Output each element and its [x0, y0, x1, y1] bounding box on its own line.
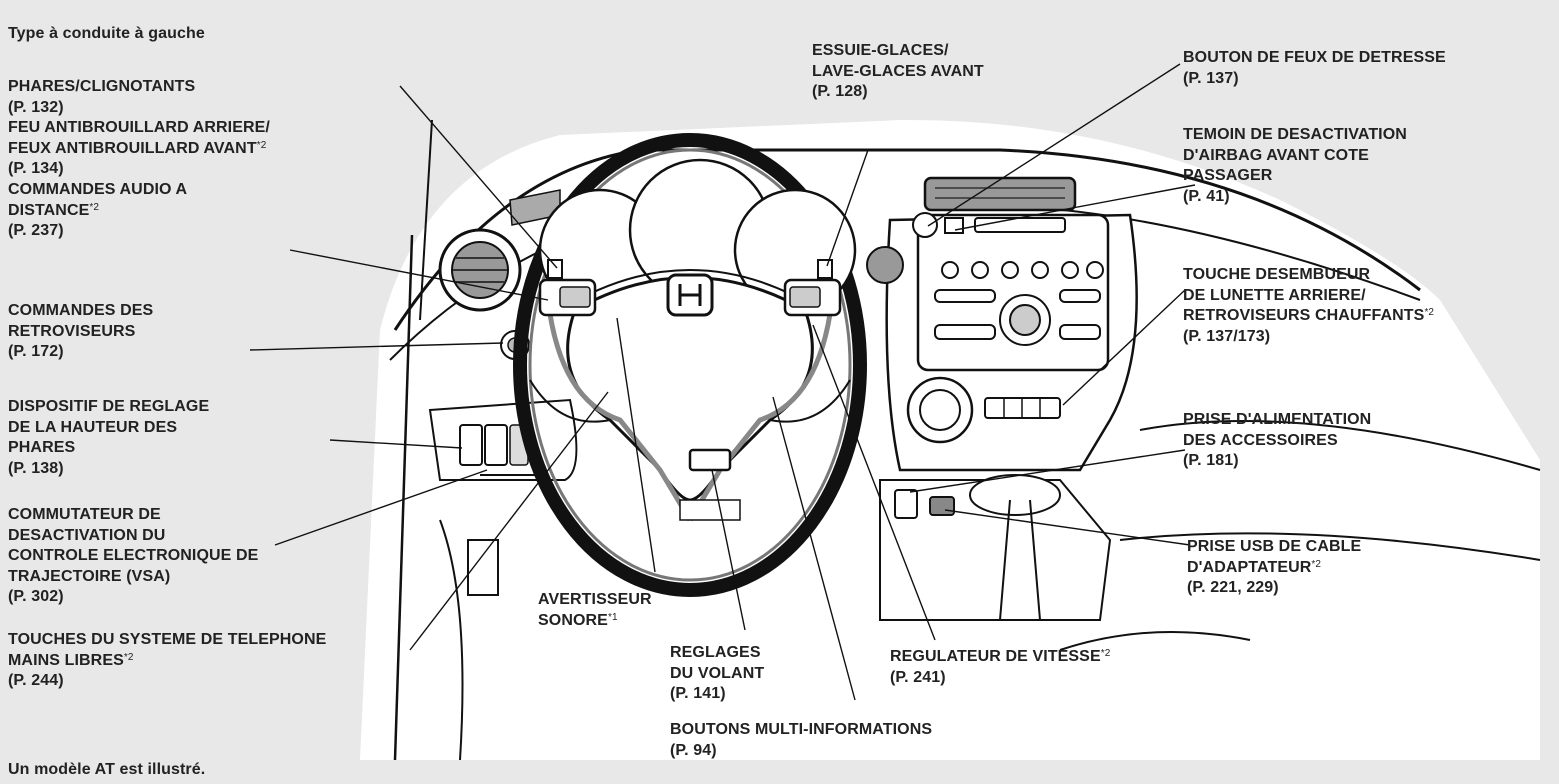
right-center-vent: [866, 246, 904, 284]
footnote-marker: *2: [123, 651, 134, 663]
callout-line: DISPOSITIF DE REGLAGE: [8, 398, 210, 415]
callout-line: RETROVISEURS: [8, 322, 136, 340]
callout-detresse: BOUTON DE FEUX DE DETRESSE (P. 137): [1183, 48, 1446, 89]
callout-line: D'ADAPTATEUR: [1187, 558, 1312, 576]
callout-line: (P. 137/173): [1183, 327, 1271, 345]
footnote-marker: *2: [1311, 558, 1322, 570]
callout-line: PHARES/CLIGNOTANTS: [8, 78, 196, 95]
center-air-vent: [923, 176, 1077, 212]
callout-line: (P. 138): [8, 459, 64, 477]
footnote-marker: *1: [607, 611, 618, 623]
callout-line: DISTANCE: [8, 201, 90, 219]
callout-line: (P. 141): [670, 685, 726, 702]
callout-hauteur-phares: DISPOSITIF DE REGLAGE DE LA HAUTEUR DES …: [8, 397, 209, 479]
callout-telephone: TOUCHES DU SYSTEME DE TELEPHONE MAINS LI…: [8, 630, 326, 692]
callout-essuie-glaces: ESSUIE-GLACES/ LAVE-GLACES AVANT (P. 128…: [812, 41, 984, 103]
callout-line: D'AIRBAG AVANT COTE: [1183, 146, 1369, 164]
callout-line: (P. 237): [8, 222, 64, 239]
usb-socket: [929, 496, 955, 516]
callout-line: (P. 41): [1183, 187, 1230, 205]
steering-wheel-rim: [513, 133, 867, 597]
callout-line: BOUTONS MULTI-INFORMATIONS: [670, 721, 933, 738]
callout-line: TOUCHES DU SYSTEME DE TELEPHONE: [8, 631, 327, 648]
callout-line: PRISE D'ALIMENTATION: [1183, 411, 1372, 428]
callout-line: FEUX ANTIBROUILLARD AVANT: [8, 139, 257, 157]
callout-volant: REGLAGES DU VOLANT (P. 141): [670, 643, 764, 705]
callout-line: (P. 94): [670, 741, 717, 759]
callout-audio: COMMANDES AUDIO A DISTANCE*2 (P. 237): [8, 180, 187, 242]
accessory-socket: [894, 489, 918, 519]
callout-phares: PHARES/CLIGNOTANTS (P. 132) FEU ANTIBROU…: [8, 77, 270, 180]
callout-line: REGULATEUR DE VITESSE: [890, 648, 1101, 665]
callout-line: PHARES: [8, 439, 76, 456]
callout-regulateur: REGULATEUR DE VITESSE*2 (P. 241): [890, 647, 1110, 688]
footnote-marker: *2: [1100, 648, 1111, 659]
callout-line: (P. 302): [8, 588, 64, 605]
footnote-marker: *2: [1424, 307, 1435, 318]
callout-line: RETROVISEURS CHAUFFANTS: [1183, 307, 1425, 324]
callout-line: (P. 181): [1183, 452, 1239, 469]
callout-line: FEU ANTIBROUILLARD ARRIERE/: [8, 119, 270, 136]
callout-prise-alimentation: PRISE D'ALIMENTATION DES ACCESSOIRES (P.…: [1183, 410, 1371, 472]
callout-airbag: TEMOIN DE DESACTIVATION D'AIRBAG AVANT C…: [1183, 125, 1407, 207]
callout-line: COMMANDES DES: [8, 302, 154, 319]
callout-line: TRAJECTOIRE (VSA): [8, 567, 171, 585]
callout-line: (P. 132): [8, 98, 64, 116]
callout-usb: PRISE USB DE CABLE D'ADAPTATEUR*2 (P. 22…: [1187, 537, 1361, 599]
callout-line: SONORE: [538, 611, 608, 629]
footnote-marker: *2: [256, 139, 267, 151]
callout-line: TEMOIN DE DESACTIVATION: [1183, 126, 1407, 143]
callout-avertisseur: AVERTISSEUR SONORE*1: [538, 590, 652, 631]
diagram-footer: Un modèle AT est illustré.: [8, 761, 206, 778]
callout-line: (P. 172): [8, 343, 64, 360]
callout-line: DU VOLANT: [670, 664, 765, 682]
callout-line: AVERTISSEUR: [538, 591, 652, 608]
callout-line: BOUTON DE FEUX DE DETRESSE: [1183, 49, 1446, 66]
callout-line: COMMUTATEUR DE: [8, 506, 161, 523]
gear-shifter: [969, 474, 1061, 516]
callout-line: MAINS LIBRES: [8, 651, 124, 669]
callout-retroviseurs: COMMANDES DES RETROVISEURS (P. 172): [8, 301, 153, 363]
callout-desembueur: TOUCHE DESEMBUEUR DE LUNETTE ARRIERE/ RE…: [1183, 265, 1434, 347]
callout-line: DES ACCESSOIRES: [1183, 431, 1338, 449]
callout-line: DE LUNETTE ARRIERE/: [1183, 286, 1366, 304]
callout-line: PRISE USB DE CABLE: [1187, 538, 1362, 555]
callout-line: (P. 137): [1183, 69, 1239, 87]
a-pillar: [393, 234, 414, 761]
headlight-adjust-switch: [459, 424, 483, 466]
callout-line: (P. 134): [8, 160, 64, 177]
callout-line: COMMANDES AUDIO A: [8, 181, 188, 198]
a-pillar-inner: [419, 119, 433, 321]
callout-line: (P. 241): [890, 668, 946, 686]
callout-line: DE LA HAUTEUR DES: [8, 418, 178, 436]
callout-line: (P. 244): [8, 672, 64, 689]
hazard-button: [912, 212, 938, 238]
steering-adjust-lever: [688, 448, 732, 472]
callout-line: (P. 221, 229): [1187, 579, 1279, 596]
callout-multi-informations: BOUTONS MULTI-INFORMATIONS (P. 94): [670, 720, 932, 761]
footnote-marker: *2: [89, 201, 100, 213]
callout-line: REGLAGES: [670, 644, 761, 661]
vsa-off-switch: [484, 424, 508, 466]
callout-vsa: COMMUTATEUR DE DESACTIVATION DU CONTROLE…: [8, 505, 258, 608]
callout-line: (P. 128): [812, 83, 868, 100]
airbag-off-indicator: [944, 217, 964, 234]
diagram-header: Type à conduite à gauche: [8, 25, 205, 42]
callout-line: LAVE-GLACES AVANT: [812, 62, 984, 80]
leader-lines: [249, 63, 1196, 701]
callout-line: CONTROLE ELECTRONIQUE DE: [8, 547, 259, 564]
callout-line: TOUCHE DESEMBUEUR: [1183, 266, 1371, 283]
callout-line: PASSAGER: [1183, 167, 1273, 184]
callout-line: ESSUIE-GLACES/: [812, 42, 949, 59]
callout-line: DESACTIVATION DU: [8, 526, 166, 544]
